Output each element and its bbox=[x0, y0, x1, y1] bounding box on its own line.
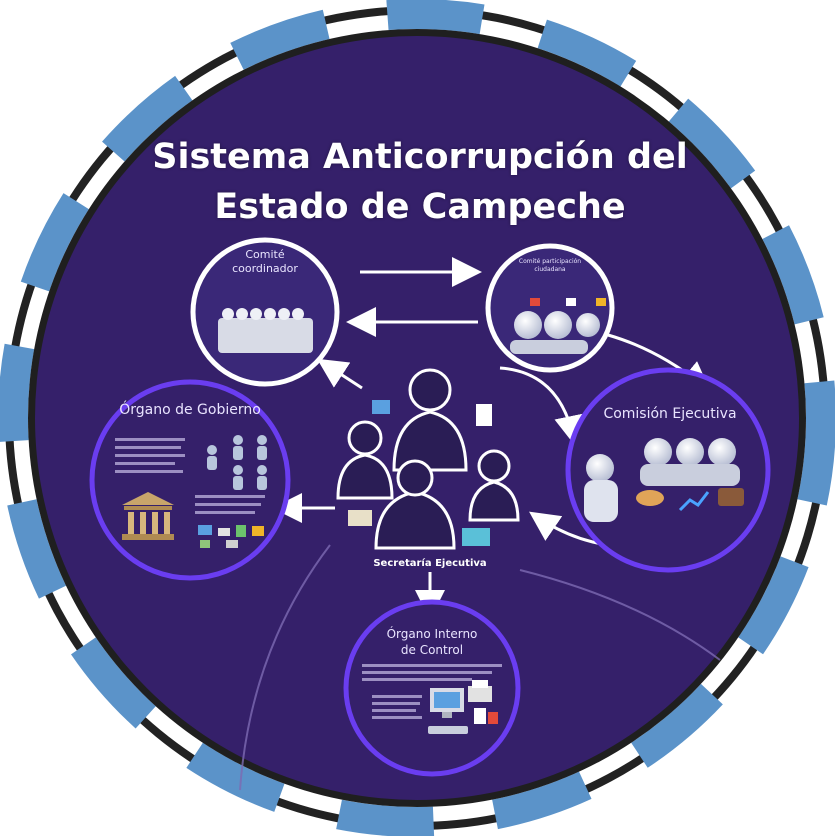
node-comision-ejecutiva[interactable] bbox=[565, 367, 771, 573]
comision-ejecutiva-text: Comisión Ejecutiva bbox=[603, 406, 737, 422]
node-comite-coordinador[interactable] bbox=[190, 237, 340, 387]
organo-interno-label: Órgano Interno de Control bbox=[372, 626, 492, 658]
briefcase-icon bbox=[718, 488, 744, 506]
arrow-center-to-comite bbox=[316, 358, 363, 390]
organo-gobierno-label: Órgano de Gobierno bbox=[100, 402, 280, 418]
text-block-lines bbox=[362, 664, 502, 719]
organo-gobierno-text: Órgano de Gobierno bbox=[119, 402, 261, 418]
page-title: Sistema Anticorrupción del Estado de Cam… bbox=[150, 132, 690, 232]
secretaria-ejecutiva-label: Secretaría Ejecutiva bbox=[360, 558, 500, 569]
decorative-lines bbox=[239, 544, 721, 791]
comite-label-line-1: Comité bbox=[245, 248, 285, 261]
title-line-2: Estado de Campeche bbox=[214, 187, 626, 227]
orb-group-icon bbox=[640, 438, 740, 486]
document-icon bbox=[474, 708, 498, 724]
computer-icon bbox=[430, 688, 464, 718]
keyboard-icon bbox=[428, 726, 468, 734]
organo-interno-line-1: Órgano Interno bbox=[386, 627, 478, 641]
small-icons bbox=[198, 525, 264, 548]
comite-participacion-text: Comité participación ciudadana bbox=[518, 258, 582, 273]
handshake-icon bbox=[636, 490, 664, 506]
comite-coordinador-label: Comité coordinador bbox=[205, 248, 325, 276]
orb-icons bbox=[510, 298, 606, 354]
title-line-1: Sistema Anticorrupción del bbox=[152, 137, 688, 177]
arrow-center-to-comision bbox=[499, 366, 584, 446]
comite-label-line-2: coordinador bbox=[232, 262, 298, 275]
people-icons bbox=[207, 435, 267, 490]
people-group-icon bbox=[218, 308, 313, 353]
comision-ejecutiva-label: Comisión Ejecutiva bbox=[585, 406, 755, 422]
secretaria-side-icons bbox=[348, 400, 492, 546]
node-organo-gobierno[interactable] bbox=[89, 379, 291, 581]
comite-participacion-label: Comité participación ciudadana bbox=[508, 258, 592, 274]
secretaria-ejecutiva-text: Secretaría Ejecutiva bbox=[373, 558, 487, 569]
secretaria-people-icon bbox=[336, 368, 520, 550]
chart-icon bbox=[678, 491, 710, 512]
text-block-lines bbox=[115, 438, 265, 514]
bank-building-icon bbox=[122, 492, 174, 540]
organo-interno-line-2: de Control bbox=[400, 643, 464, 657]
person-figure-icon bbox=[584, 454, 618, 522]
printer-icon bbox=[468, 680, 492, 702]
node-organo-interno[interactable] bbox=[343, 599, 521, 777]
node-comite-participacion[interactable] bbox=[485, 243, 615, 373]
